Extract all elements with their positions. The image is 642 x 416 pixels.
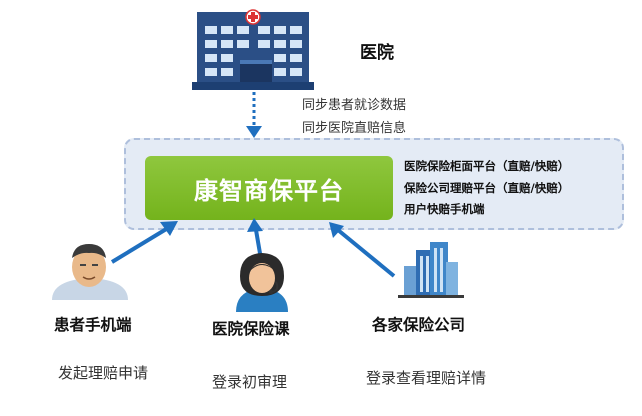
actor-staff-action: 登录初审理	[212, 373, 288, 391]
arrow-patient	[110, 226, 170, 264]
platform-core-box: 康智商保平台	[145, 156, 393, 220]
actor-staff-name: 医院保险课	[212, 320, 290, 338]
feature-insurer-claims: 保险公司理赔平台（直赔/快赔）	[404, 181, 570, 195]
feature-user-mobile: 用户快赔手机端	[404, 202, 485, 216]
arrow-insurer	[336, 228, 396, 278]
sync-line-patient-data: 同步患者就诊数据	[302, 98, 407, 113]
feature-hospital-counter: 医院保险柜面平台（直赔/快赔）	[404, 159, 570, 173]
actor-patient-action: 发起理赔申请	[58, 364, 149, 382]
sync-line-direct-claim: 同步医院直赔信息	[302, 121, 407, 136]
actor-patient-name: 患者手机端	[54, 316, 132, 334]
actor-insurer-name: 各家保险公司	[372, 316, 466, 334]
hospital-label: 医院	[360, 43, 394, 63]
actor-insurer-action: 登录查看理赔详情	[366, 369, 487, 387]
